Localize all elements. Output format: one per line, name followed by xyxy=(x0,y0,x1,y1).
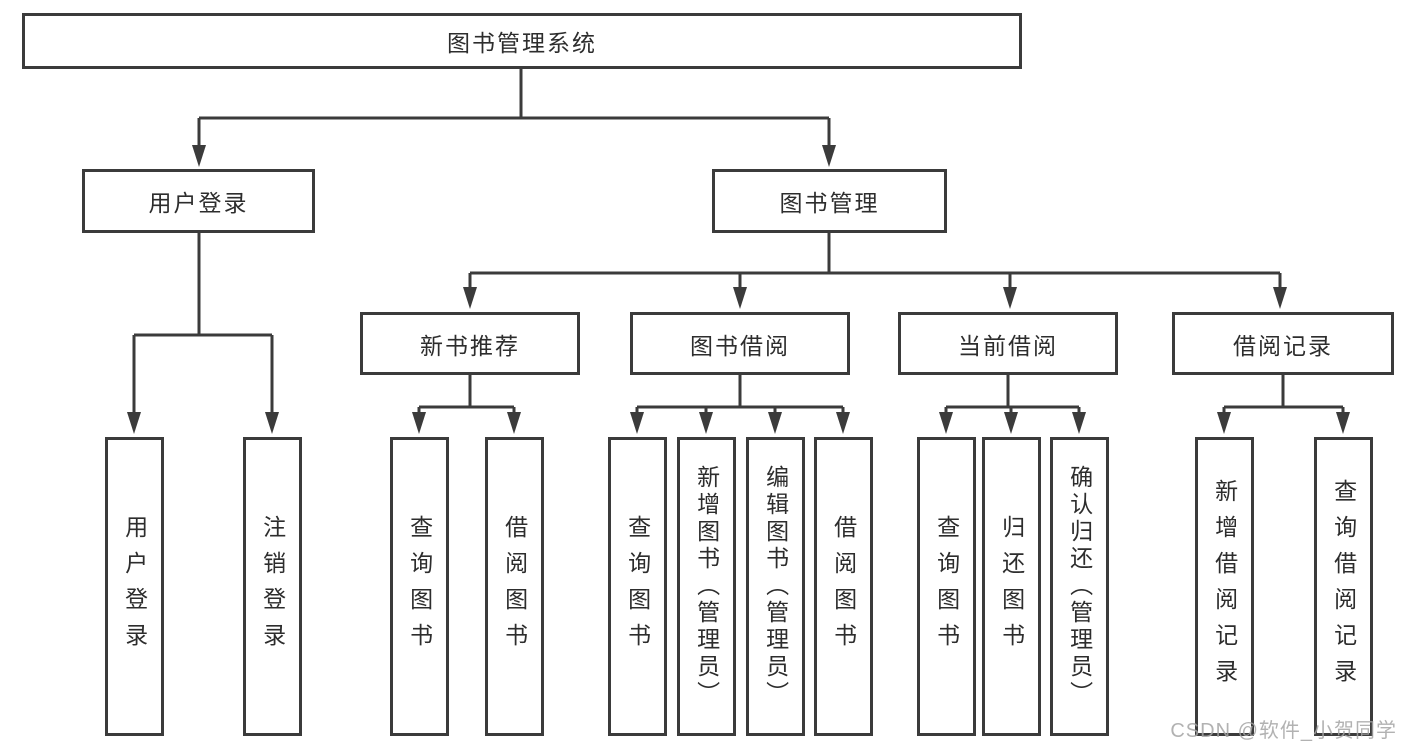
node-root: 图书管理系统 xyxy=(22,13,1022,69)
node-label: 查询图书 xyxy=(624,514,651,659)
leaf-user-login: 用户登录 xyxy=(105,437,164,736)
node-label: 查询图书 xyxy=(406,514,433,659)
node-borrow-records: 借阅记录 xyxy=(1172,312,1394,375)
csdn-watermark: CSDN @软件_小贺同学 xyxy=(1170,720,1397,742)
leaf-query-book-borrow: 查询图书 xyxy=(608,437,667,736)
connector-paths xyxy=(132,69,1345,413)
leaf-query-book-current: 查询图书 xyxy=(917,437,976,736)
node-label: 借阅图书 xyxy=(830,514,857,659)
node-label: 新增图书（管理员） xyxy=(693,465,720,708)
node-label: 查询图书 xyxy=(933,514,960,659)
node-label: 确认归还（管理员） xyxy=(1066,465,1093,708)
node-label: 归还图书 xyxy=(998,514,1025,659)
node-label: 新增借阅记录 xyxy=(1211,478,1238,695)
node-label: 借阅记录 xyxy=(1233,332,1333,359)
node-label: 用户登录 xyxy=(121,514,148,659)
leaf-add-borrow-record: 新增借阅记录 xyxy=(1195,437,1254,736)
node-label: 借阅图书 xyxy=(501,514,528,659)
node-label: 查询借阅记录 xyxy=(1330,478,1357,695)
leaf-confirm-return-admin: 确认归还（管理员） xyxy=(1050,437,1109,736)
node-user-login: 用户登录 xyxy=(82,169,315,233)
arrowheads xyxy=(127,145,1350,434)
leaf-borrow-book: 借阅图书 xyxy=(814,437,873,736)
leaf-add-book-admin: 新增图书（管理员） xyxy=(677,437,736,736)
leaf-borrow-book-recommend: 借阅图书 xyxy=(485,437,544,736)
node-book-management: 图书管理 xyxy=(712,169,947,233)
node-label: 图书管理 xyxy=(779,190,880,216)
node-label: 新书推荐 xyxy=(420,332,520,359)
node-book-borrow: 图书借阅 xyxy=(630,312,850,375)
leaf-return-book: 归还图书 xyxy=(982,437,1041,736)
node-label: 图书管理系统 xyxy=(447,30,597,56)
node-label: 编辑图书（管理员） xyxy=(762,465,789,708)
node-label: 注销登录 xyxy=(259,514,286,659)
node-label: 图书借阅 xyxy=(690,332,790,359)
node-new-book-recommend: 新书推荐 xyxy=(360,312,580,375)
node-label: 用户登录 xyxy=(148,190,249,216)
leaf-query-book-recommend: 查询图书 xyxy=(390,437,449,736)
leaf-edit-book-admin: 编辑图书（管理员） xyxy=(746,437,805,736)
leaf-logout: 注销登录 xyxy=(243,437,302,736)
node-current-borrow: 当前借阅 xyxy=(898,312,1118,375)
leaf-query-borrow-record: 查询借阅记录 xyxy=(1314,437,1373,736)
node-label: 当前借阅 xyxy=(958,332,1058,359)
